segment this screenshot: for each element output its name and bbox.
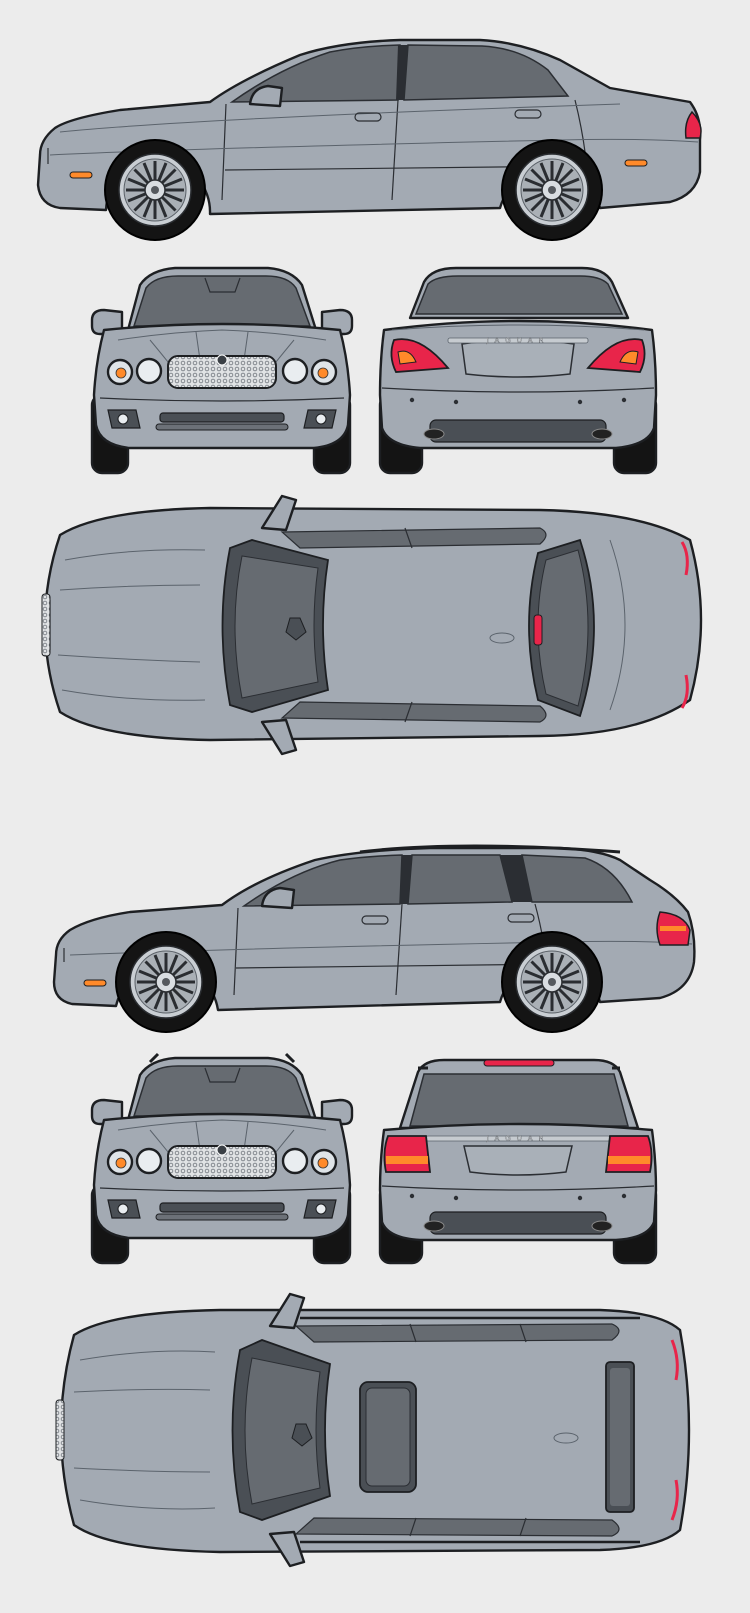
estate-front-view (90, 1052, 354, 1265)
saloon-rear-wheel (500, 138, 604, 242)
estate-front-wheel (114, 930, 218, 1034)
estate-side-view (52, 844, 696, 1034)
saloon-rear-badge: JAGUAR (486, 337, 550, 345)
estate-rear-wheel (500, 930, 604, 1034)
estate-rear-view: JAGUAR (378, 1058, 658, 1265)
saloon-rear-view: JAGUAR (378, 266, 658, 475)
saloon-side-view (36, 38, 702, 242)
estate-rear-badge: JAGUAR (486, 1135, 550, 1143)
estate-top-view (55, 1292, 691, 1568)
saloon-top-view (41, 494, 703, 756)
saloon-front-wheel (103, 138, 207, 242)
saloon-front-view (90, 266, 354, 475)
